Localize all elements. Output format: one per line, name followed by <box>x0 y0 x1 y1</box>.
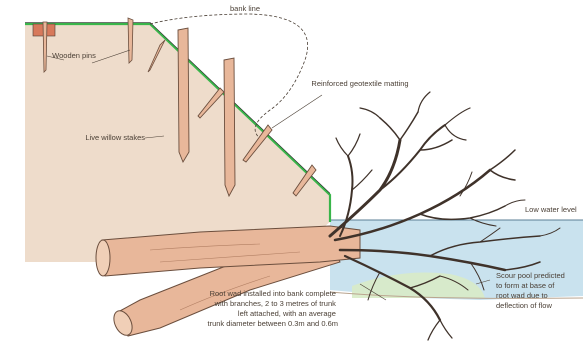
root-wad-label-line3: left attached, with an average <box>238 309 336 318</box>
scour-pool-label-line2: to form at base of <box>496 281 555 290</box>
root-wad-label-line2: with branches, 2 to 3 metres of trunk <box>214 299 337 308</box>
scour-pool-label-line4: deflection of flow <box>496 301 552 310</box>
root-wad-label: Root wad installed into bank complete wi… <box>208 289 339 328</box>
live-willow-stakes-label: Live willow stakes <box>85 133 145 142</box>
wooden-pins-label: Wooden pins <box>52 51 96 60</box>
bank-line-label: bank line <box>230 4 260 13</box>
low-water-level-label: Low water level <box>525 205 577 214</box>
scour-pool-label-line1: Scour pool predicted <box>496 271 565 280</box>
wooden-pins-label-line1: Wooden pins <box>52 51 96 60</box>
matting-label: Reinforced geotextile matting <box>311 79 408 88</box>
root-wad-label-line1: Root wad installed into bank complete <box>210 289 336 298</box>
root-wad-label-line4: trunk diameter between 0.3m and 0.6m <box>208 319 339 328</box>
scour-pool-label-line3: root wad due to <box>496 291 548 300</box>
